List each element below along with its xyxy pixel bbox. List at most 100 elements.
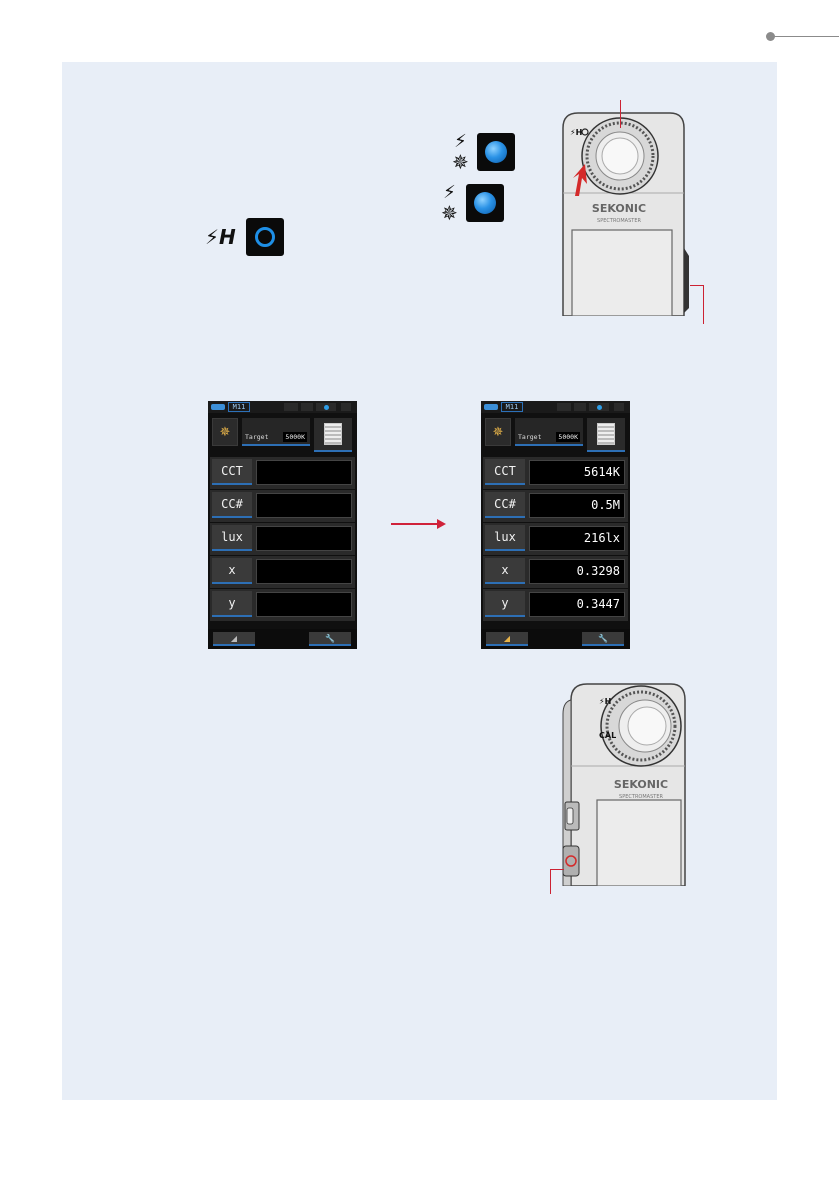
battery-icon: [211, 404, 225, 410]
target-value: 5000K: [283, 432, 307, 442]
row-label[interactable]: x: [212, 558, 252, 584]
callout-button-line: [550, 869, 551, 894]
blue-orb-icon: [485, 141, 507, 163]
meter-cal-label: CAL: [599, 731, 616, 740]
row-value: [256, 493, 352, 518]
display-mode-button[interactable]: [314, 418, 352, 452]
row-label[interactable]: lux: [485, 525, 525, 551]
light-source-button[interactable]: ✵: [212, 418, 238, 446]
row-cc: CC#: [210, 490, 355, 522]
row-label[interactable]: y: [212, 591, 252, 617]
sun-icon: ✵: [441, 203, 458, 223]
triangle-icon: ◢: [504, 634, 510, 643]
row-cct: CCT 5614K: [483, 457, 628, 489]
status-indicator: [284, 403, 298, 411]
measuring-mode-button[interactable]: ◢: [213, 632, 255, 646]
row-value: [256, 460, 352, 485]
blue-ring-icon: [255, 227, 275, 247]
target-field[interactable]: Target 5000K: [515, 418, 583, 446]
row-cc: CC# 0.5M: [483, 490, 628, 522]
row-value: 5614K: [529, 460, 625, 485]
callout-button-line-h: [550, 869, 564, 870]
status-indicator: [574, 403, 586, 411]
row-x: x 0.3298: [483, 556, 628, 588]
flash-icon: ⚡: [443, 183, 456, 203]
sun-icon: ✵: [493, 425, 504, 440]
meter-brand: SEKONIC: [614, 778, 668, 791]
bottom-bar: ◢ 🔧: [208, 629, 357, 649]
row-label[interactable]: x: [485, 558, 525, 584]
callout-side-button-line-h: [690, 285, 704, 286]
mode-ambient-flash-1: ⚡ ✵: [452, 132, 515, 172]
meter-illustration-bottom: ⚡H CAL SEKONIC SPECTROMASTER: [553, 680, 688, 886]
row-value: 0.5M: [529, 493, 625, 518]
settings-button[interactable]: 🔧: [582, 632, 624, 646]
callout-dial-line: [620, 100, 621, 128]
meter-screen-before: M11 ✵ Target 5000K CCT CC# lux x y ◢ 🔧: [208, 401, 357, 649]
row-value: 216lx: [529, 526, 625, 551]
row-lux: lux 216lx: [483, 523, 628, 555]
row-x: x: [210, 556, 355, 588]
status-bar: M11: [208, 401, 357, 413]
mode-high-speed-flash: ⚡H: [205, 218, 284, 256]
bottom-bar: ◢ 🔧: [481, 629, 630, 649]
meter-model: SPECTROMASTER: [597, 218, 641, 224]
flash-icon: ⚡: [454, 132, 467, 152]
light-source-button[interactable]: ✵: [485, 418, 511, 446]
memory-badge: M11: [228, 402, 250, 412]
flash-ambient-symbol: ⚡ ✵: [441, 183, 458, 223]
row-y: y 0.3447: [483, 589, 628, 621]
status-indicator: [614, 403, 624, 411]
status-indicator: [301, 403, 313, 411]
row-lux: lux: [210, 523, 355, 555]
meter-screen-after: M11 ✵ Target 5000K CCT 5614K CC# 0.5M lu…: [481, 401, 630, 649]
header-rule: [774, 36, 839, 37]
target-label: Target: [518, 433, 541, 441]
wrench-icon: 🔧: [325, 634, 335, 643]
meter-model: SPECTROMASTER: [619, 794, 663, 800]
meter-dial-label: ⚡H: [570, 128, 582, 137]
row-value: [256, 559, 352, 584]
row-label[interactable]: CCT: [212, 459, 252, 485]
row-value: [256, 526, 352, 551]
meter-brand: SEKONIC: [592, 202, 646, 215]
sun-icon: ✵: [220, 425, 231, 440]
blue-orb-icon: [474, 192, 496, 214]
status-indicator: [341, 403, 351, 411]
row-value: 0.3298: [529, 559, 625, 584]
battery-icon: [484, 404, 498, 410]
measuring-mode-button[interactable]: ◢: [486, 632, 528, 646]
row-label[interactable]: y: [485, 591, 525, 617]
status-indicator: [557, 403, 571, 411]
row-value: [256, 592, 352, 617]
status-bar: M11: [481, 401, 630, 413]
document-icon: [597, 423, 615, 445]
row-label[interactable]: CC#: [212, 492, 252, 518]
row-label[interactable]: CC#: [485, 492, 525, 518]
row-cct: CCT: [210, 457, 355, 489]
meter-illustration-top: SEKONIC SPECTROMASTER ⚡H: [555, 108, 690, 316]
row-label[interactable]: CCT: [485, 459, 525, 485]
flash-ambient-symbol: ⚡ ✵: [452, 132, 469, 172]
document-icon: [324, 423, 342, 445]
sun-icon: ✵: [452, 152, 469, 172]
flash-h-icon: ⚡H: [205, 225, 236, 249]
row-value: 0.3447: [529, 592, 625, 617]
measure-button-icon[interactable]: [466, 184, 504, 222]
target-value: 5000K: [556, 432, 580, 442]
arrow-right-icon: [437, 519, 446, 529]
arrow-line: [391, 523, 439, 525]
mode-ambient-flash-2: ⚡ ✵: [441, 183, 504, 223]
target-field[interactable]: Target 5000K: [242, 418, 310, 446]
triangle-icon: ◢: [231, 634, 237, 643]
mode-led-icon: [316, 403, 336, 411]
settings-button[interactable]: 🔧: [309, 632, 351, 646]
memory-badge: M11: [501, 402, 523, 412]
display-mode-button[interactable]: [587, 418, 625, 452]
meter-dial-label: ⚡H: [599, 697, 611, 706]
measure-button-icon[interactable]: [477, 133, 515, 171]
wrench-icon: 🔧: [598, 634, 608, 643]
measure-button-icon[interactable]: [246, 218, 284, 256]
row-label[interactable]: lux: [212, 525, 252, 551]
row-y: y: [210, 589, 355, 621]
